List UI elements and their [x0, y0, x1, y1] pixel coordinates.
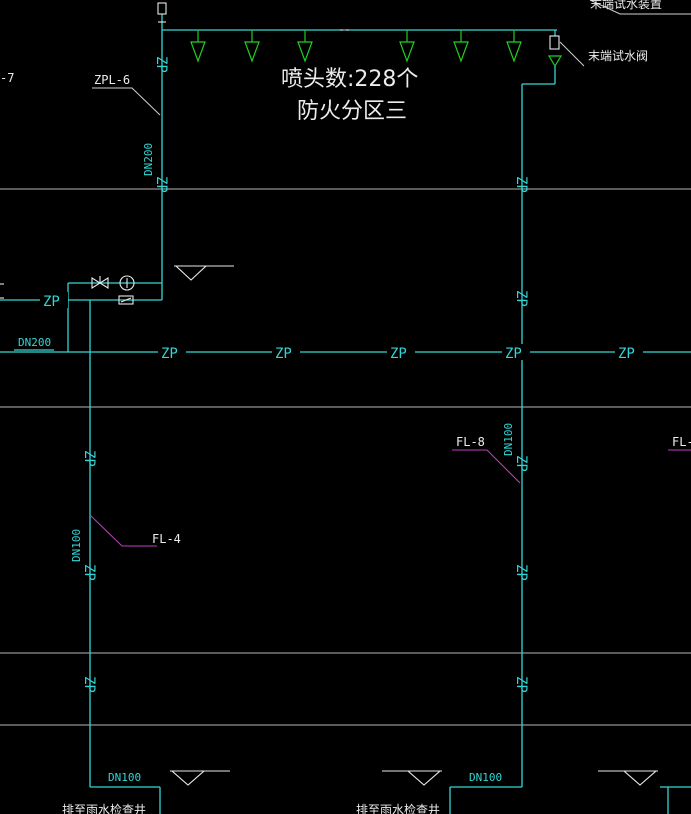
drain-funnel-icon — [622, 770, 658, 786]
diameter-label: DN100 — [502, 423, 515, 456]
sprinkler-head-icon — [297, 30, 313, 63]
zp-vertical-labels: ZP ZP ZP ZP ZP ZP ZP ZP ZP ZP — [81, 56, 529, 693]
valve-icon — [91, 277, 102, 289]
exhaust-valve-icon — [157, 2, 167, 15]
flow-switch-mark — [120, 297, 132, 303]
leader-line — [452, 449, 521, 484]
outlet-label: 排至雨水检查井 — [356, 802, 440, 814]
pipe-label: ZP — [161, 346, 178, 362]
pipe-label: ZP — [81, 676, 97, 693]
pipe-label: ZP — [513, 455, 529, 472]
pipe-label: ZP — [275, 346, 292, 362]
sprinkler-count-label: 喷头数:228个 — [281, 67, 418, 92]
pipe-label: ZP — [81, 564, 97, 581]
pipe-label: ZP — [513, 176, 529, 193]
dn-labels: DN200 DN200 DN100 DN100 DN100 DN100 — [14, 143, 515, 784]
sprinkler-head-icon — [453, 30, 469, 63]
flow-switch-icon — [118, 295, 134, 305]
sprinkler-head-icon — [506, 30, 522, 63]
pipe-label: ZP — [513, 676, 529, 693]
zp-horizontal-labels: ZP ZP ZP ZP ZP ZP — [40, 292, 643, 362]
leader-line — [89, 514, 157, 547]
pipe-label: ZP — [81, 450, 97, 467]
drain-funnel-icon — [170, 770, 206, 786]
drain-funnels — [170, 770, 658, 786]
leader-line — [559, 41, 585, 67]
pipe-label: ZP — [618, 346, 635, 362]
riser-label: FL- — [672, 435, 691, 449]
end-sprinkler-icon — [547, 55, 563, 68]
riser-zpl6 — [92, 30, 163, 301]
end-test-valve-label: 末端试水阀 — [588, 48, 648, 63]
diameter-label: DN100 — [70, 529, 83, 562]
riser-label: ZPL-6 — [94, 73, 130, 87]
pipe-label: ZP — [505, 346, 522, 362]
drain-riser-right — [660, 449, 691, 814]
drain-funnel-icon — [174, 265, 208, 281]
pressure-gauge-icon — [119, 275, 135, 291]
end-test-valve-icon — [549, 35, 560, 50]
pipe-label: ZP — [390, 346, 407, 362]
sprinkler-head-icon — [190, 30, 206, 63]
diameter-label: DN100 — [108, 771, 141, 784]
pipe-label: ZP — [513, 290, 529, 307]
end-test-device-label: 末端试水装置 — [590, 0, 662, 11]
sprinkler-head-icon — [399, 30, 415, 63]
floor-lines — [0, 188, 691, 726]
drain-riser-fl8 — [449, 84, 523, 814]
valve-icon — [98, 277, 109, 289]
sprinkler-branch — [157, 0, 691, 85]
pipe-label: ZP — [153, 56, 169, 73]
leader-line — [589, 0, 691, 15]
fire-zone-label: 防火分区三 — [297, 99, 407, 124]
sprinkler-head-icon — [244, 30, 260, 63]
drain-riser-fl4 — [89, 352, 161, 814]
outlet-label: 排至雨水检查井 — [62, 802, 146, 814]
pipe-label: ZP — [513, 564, 529, 581]
pipe-label: ZP — [43, 294, 60, 310]
leader-line — [92, 87, 161, 116]
diameter-label: DN200 — [142, 143, 155, 176]
pipe-label: ZP — [153, 176, 169, 193]
edge-label: -7 — [0, 71, 14, 85]
riser-label: FL-8 — [456, 435, 485, 449]
riser-label: FL-4 — [152, 532, 181, 546]
sprinkler-head-icons — [190, 30, 522, 63]
diameter-label: DN200 — [18, 336, 51, 349]
diameter-label: DN100 — [469, 771, 502, 784]
drain-funnel-icon — [406, 770, 442, 786]
